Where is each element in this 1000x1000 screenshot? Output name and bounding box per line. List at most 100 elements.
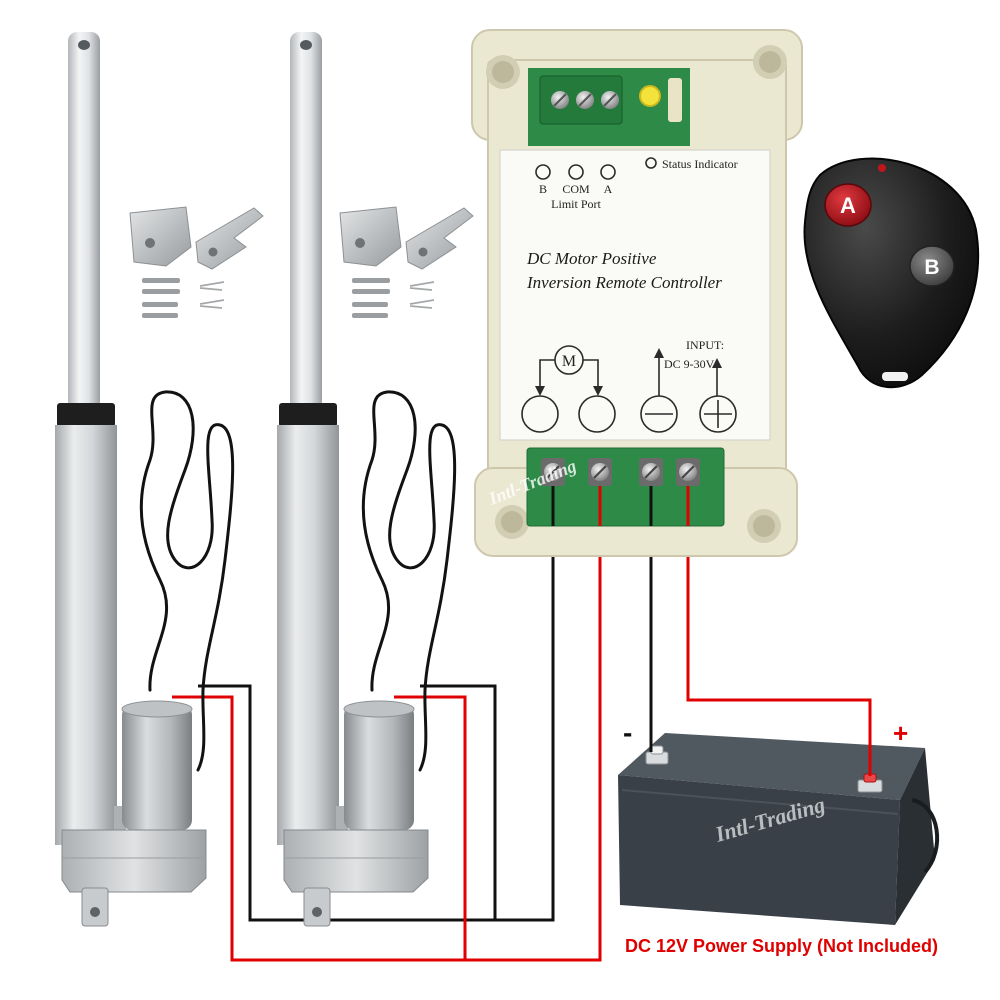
cotter-pin (409, 299, 435, 309)
wire-black-actuators (198, 495, 555, 922)
clevis-pin (142, 302, 178, 307)
mounting-kit-1 (129, 206, 264, 318)
actuator-body (55, 425, 117, 845)
actuator-rod (68, 32, 100, 410)
limit-port-title: Limit Port (551, 197, 601, 211)
input-voltage: DC 9-30V (664, 357, 715, 371)
coiled-cable-1 (139, 390, 235, 772)
battery-negative-terminal (645, 745, 669, 765)
terminal-post (676, 458, 700, 486)
arrow-down-icon (535, 386, 545, 396)
limit-port-com-label: COM (562, 182, 590, 196)
wire-red-battery-positive (686, 495, 872, 776)
actuator-gearbox (283, 829, 429, 893)
motor-output-2-symbol (578, 395, 616, 433)
bracket-hole (145, 238, 155, 248)
mount-hole (753, 45, 787, 79)
actuator-seal-ring (57, 403, 115, 427)
terminal-screw (551, 91, 569, 109)
clevis-pin (142, 289, 180, 294)
clevis-pin (352, 302, 388, 307)
bracket-hole (418, 247, 428, 257)
battery-positive-terminal (857, 773, 883, 793)
battery-side (895, 748, 935, 925)
terminal-post (588, 458, 612, 486)
mount-tab-hole (312, 907, 322, 917)
actuator-motor (122, 705, 192, 830)
actuator-motor (344, 705, 414, 830)
status-indicator-label: Status Indicator (662, 157, 738, 171)
limit-port-b-label: B (539, 182, 547, 196)
bracket-hole (355, 238, 365, 248)
battery-rim (621, 789, 899, 815)
remote-button-a (824, 183, 872, 227)
status-indicator-dot (645, 157, 657, 169)
motor-cap (121, 700, 193, 718)
rod-end-hole (300, 40, 312, 50)
mount-hole (747, 509, 781, 543)
output-terminal-block (526, 447, 725, 527)
status-led (639, 85, 661, 107)
terminal-post (639, 458, 663, 486)
remote-button-b-label: B (924, 256, 939, 279)
cotter-pin (199, 299, 225, 309)
bracket-left (339, 206, 402, 267)
motor-controller: B COM A Limit Port Status Indicator DC M… (471, 29, 803, 557)
wire-red-actuator-2 (394, 695, 467, 960)
remote-button-a-label: A (840, 193, 856, 218)
coiled-cable-2 (361, 390, 457, 772)
actuator-body (277, 425, 339, 845)
motor-output-1-symbol (521, 395, 559, 433)
terminal-post (541, 458, 565, 486)
controller-label-panel (499, 149, 771, 441)
cotter-pin (409, 281, 435, 291)
remote-led (878, 164, 886, 172)
remote-keyring-slot (882, 372, 908, 381)
battery-front (618, 775, 900, 925)
plus-icon (699, 395, 737, 433)
mounting-kit-2 (339, 206, 474, 318)
battery-negative-label: - (623, 717, 632, 748)
rod-end-hole (78, 40, 90, 50)
limit-port-b-indicator (535, 164, 551, 180)
remote-button-b (909, 245, 955, 287)
minus-icon (640, 395, 678, 433)
mount-tab-hole (90, 907, 100, 917)
mount-hole (486, 55, 520, 89)
clevis-pin (142, 313, 178, 318)
arrow-up-icon-head (654, 348, 664, 358)
terminal-screw (576, 91, 594, 109)
motor-cap (343, 700, 415, 718)
bracket-hole (208, 247, 218, 257)
pcb-component (668, 78, 682, 122)
battery-positive-label: + (893, 718, 908, 748)
battery-handle (911, 798, 939, 874)
arrow-down-icon (593, 386, 603, 396)
limit-port-a-label: A (604, 182, 613, 196)
terminal-screw (601, 91, 619, 109)
actuator-gearbox (61, 829, 207, 893)
controller-title-line2: Inversion Remote Controller (526, 273, 722, 292)
bracket-left (129, 206, 192, 267)
motor-icon: M (539, 345, 599, 388)
clevis-pin (142, 278, 180, 283)
limit-port-a-indicator (600, 164, 616, 180)
clevis-pin (352, 278, 390, 283)
linear-actuator-1 (55, 32, 207, 927)
mount-hole (495, 505, 529, 539)
power-supply-caption: DC 12V Power Supply (Not Included) (625, 936, 938, 956)
actuator-seal-ring (279, 403, 337, 427)
battery-top (618, 733, 925, 800)
actuator-rod (290, 32, 322, 410)
wire-red-actuators (172, 495, 602, 962)
input-label: INPUT: (686, 338, 724, 352)
clevis-pin (352, 289, 390, 294)
wire-black-actuator-2 (420, 684, 497, 920)
remote-control: A B (803, 157, 980, 389)
arrow-up-icon-head (712, 358, 722, 368)
controller-title-line1: DC Motor Positive (526, 249, 657, 268)
clevis-pin (352, 313, 388, 318)
motor-symbol-label: M (562, 353, 576, 370)
cotter-pin (199, 281, 225, 291)
